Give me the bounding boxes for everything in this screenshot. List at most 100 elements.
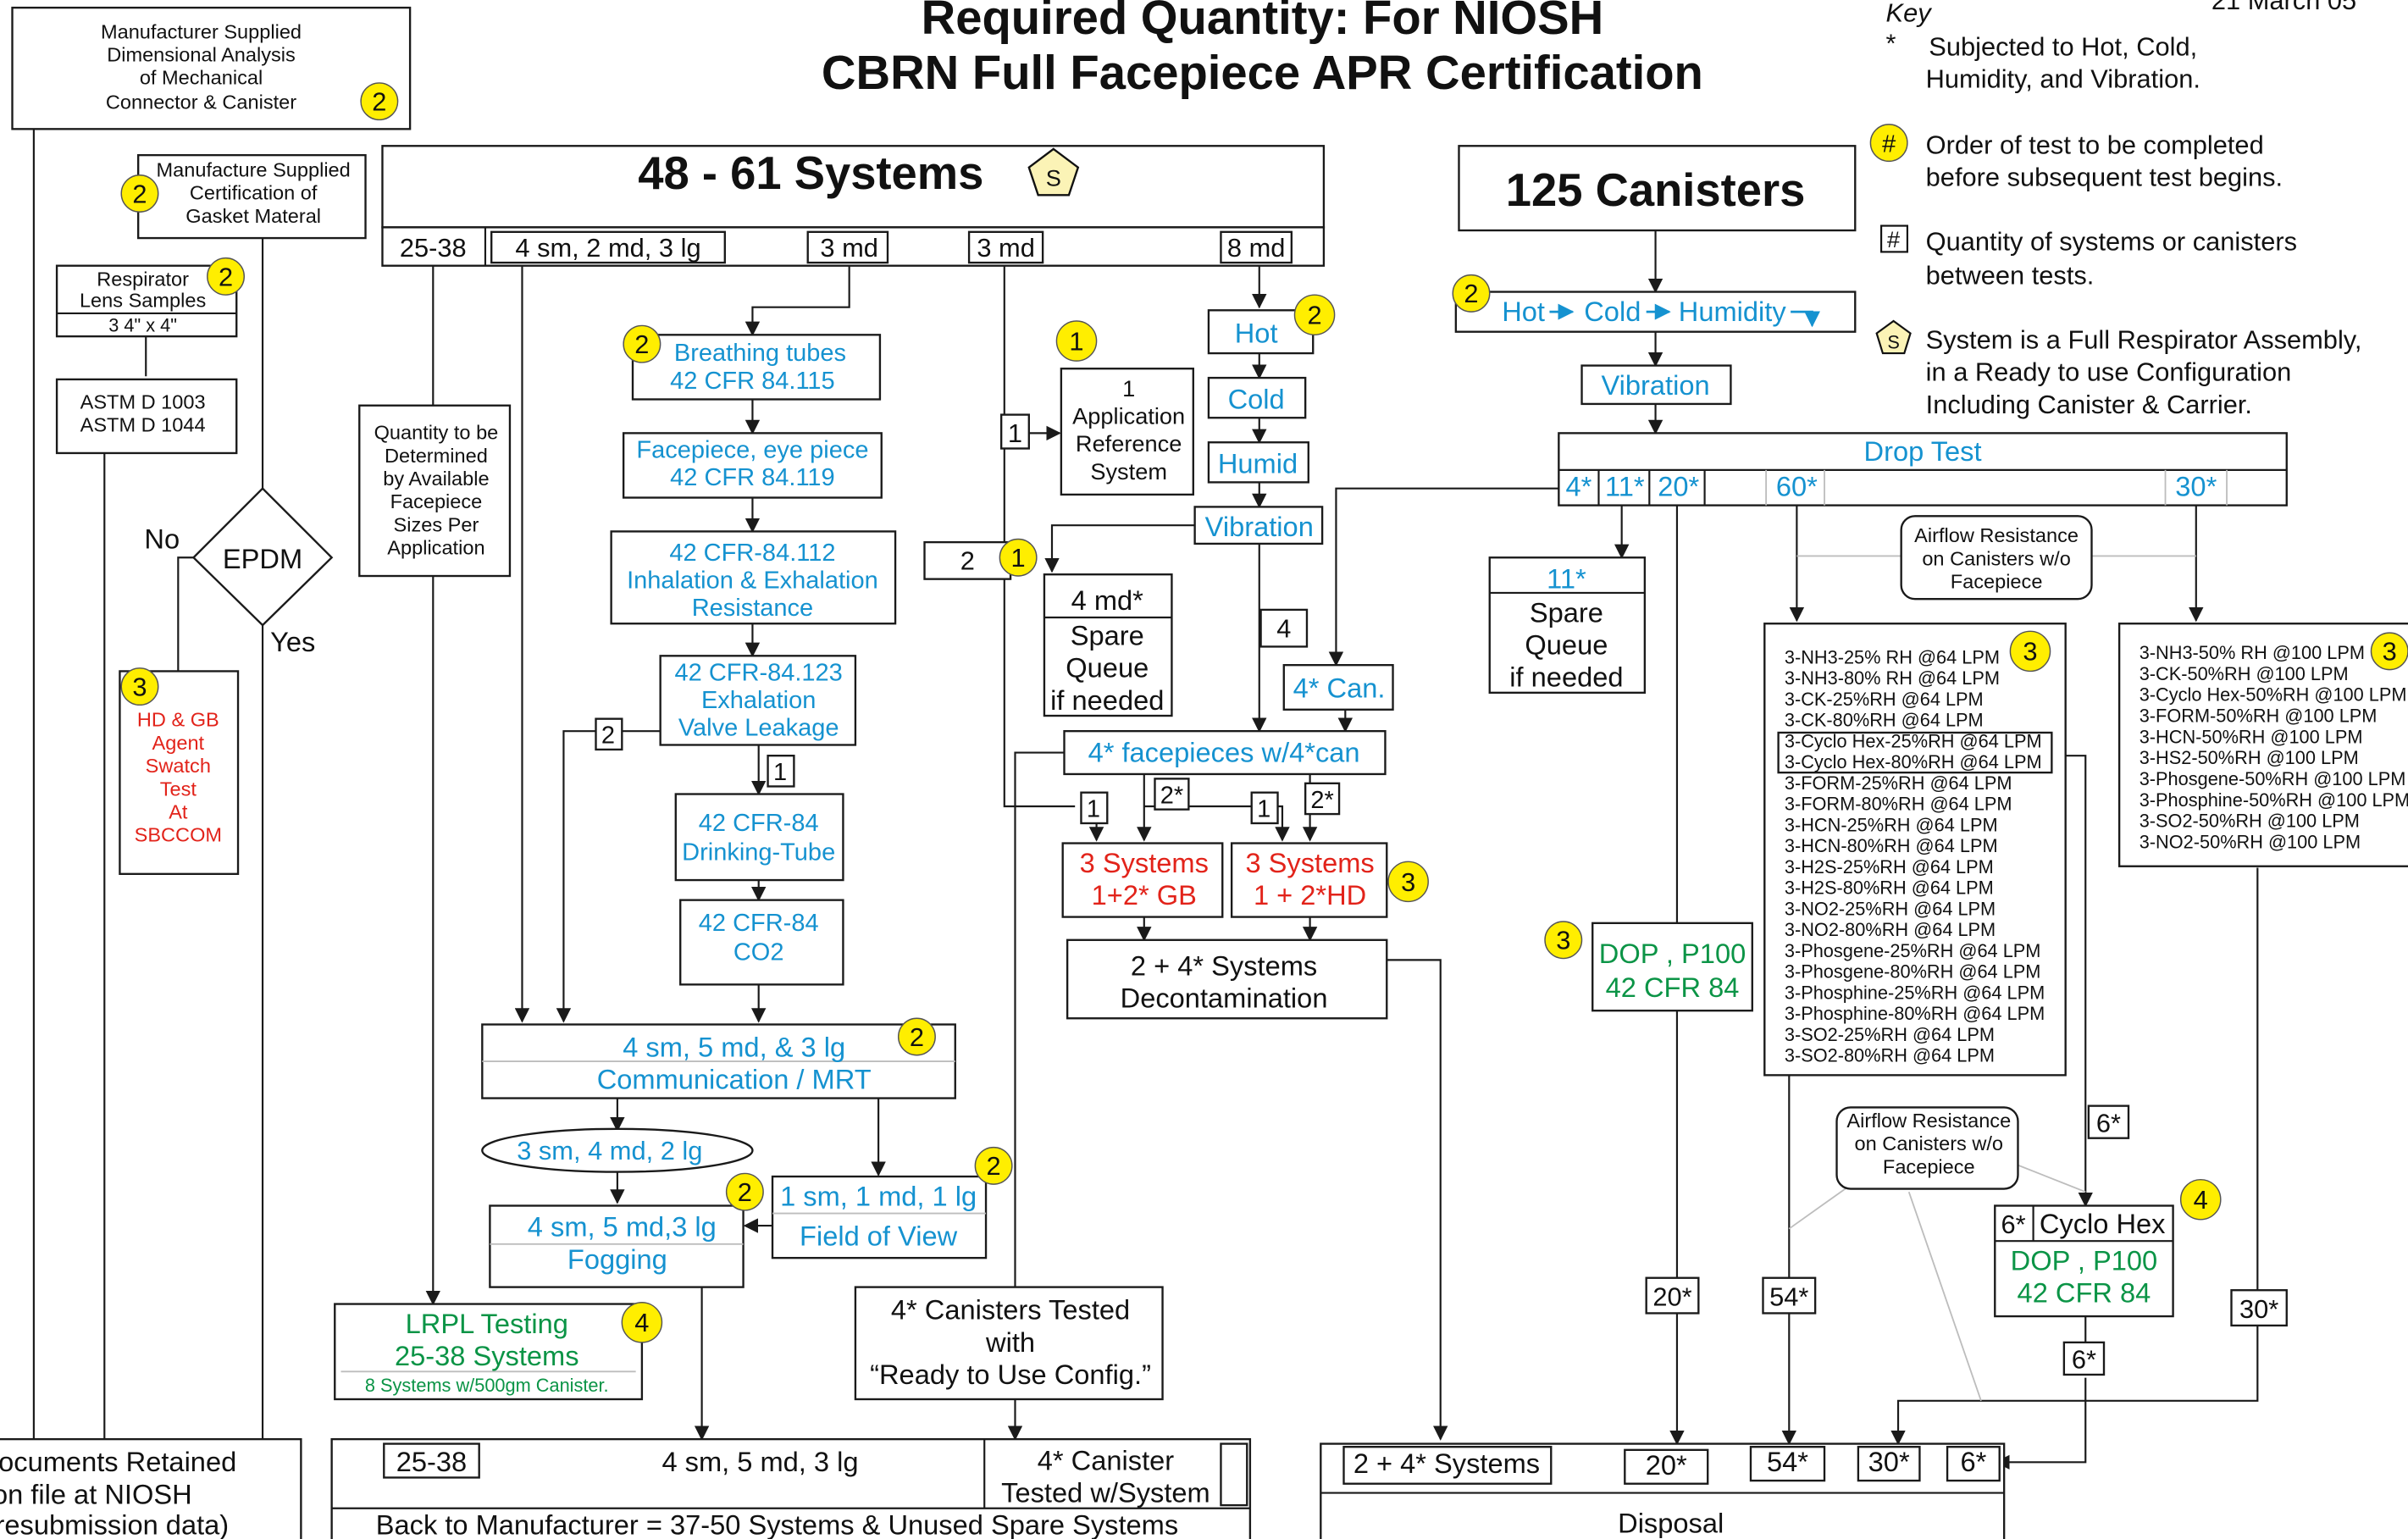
svg-text:20*: 20* [1646,1449,1687,1481]
svg-text:2: 2 [132,179,147,208]
svg-text:Drop Test: Drop Test [1864,435,1982,467]
system-pentagon-icon: S [1027,147,1080,197]
test-list-item: 3-HCN-25%RH @64 LPM [1785,814,1998,835]
svg-text:3: 3 [2383,637,2397,667]
svg-text:4: 4 [634,1308,649,1337]
svg-text:42 CFR-84.123: 42 CFR-84.123 [675,659,843,686]
svg-text:30*: 30* [2239,1294,2278,1324]
test-list-item: 3-HS2-50%RH @100 LPM [2140,747,2359,768]
svg-text:Inhalation & Exhalation: Inhalation & Exhalation [627,567,878,595]
test-list-item: 3-SO2-50%RH @100 LPM [2140,811,2360,832]
svg-text:25-38 Systems: 25-38 Systems [395,1340,579,1371]
disposal-label: Disposal [1618,1508,1724,1539]
order-markers: 2 2 2 3 2 1 1 2 3 2 2 2 4 2 3 3 3 4 [120,82,2408,1343]
cold-box: Cold [1207,376,1307,419]
order-marker-1-app-ref: 1 [1055,320,1098,362]
order-marker-3-swatch: 3 [120,667,159,706]
order-marker-3-hd: 3 [1387,861,1429,903]
svg-text:42 CFR 84: 42 CFR 84 [1606,972,1740,1003]
svg-text:Drinking-Tube: Drinking-Tube [682,839,835,866]
qty-box-2star-hd: 2* [1304,782,1341,816]
qty-box-2-spare: 2 [923,540,1012,580]
dop-20-box: DOP , P100 42 CFR 84 [1591,922,1753,1012]
systems-split-3md-b: 3 md [977,233,1035,263]
svg-text:Reference: Reference [1076,430,1182,457]
svg-text:4 sm, 5 md, & 3 lg: 4 sm, 5 md, & 3 lg [623,1032,845,1063]
svg-text:11*: 11* [1547,563,1586,595]
svg-text:S: S [1887,332,1900,353]
svg-text:Facepiece: Facepiece [1951,571,2043,593]
can4-box: 4* Can. [1282,664,1394,711]
ellipse-3sm-4md-2lg: 3 sm, 4 md, 2 lg [481,1127,754,1173]
svg-text:Determined: Determined [385,445,488,467]
drinking-tube-box: 42 CFR-84 Drinking-Tube [674,793,844,882]
svg-text:ASTM D 1044: ASTM D 1044 [80,414,206,436]
svg-text:#: # [1887,226,1900,252]
svg-text:20*: 20* [1658,471,1699,502]
test-list-item: 3-Cyclo Hex-25%RH @64 LPM [1785,730,2042,751]
order-marker-4-lrpl: 4 [621,1302,663,1343]
svg-text:Exhalation: Exhalation [701,687,816,714]
svg-text:4* facepieces w/4*can: 4* facepieces w/4*can [1088,736,1360,767]
qty-box-1-gb: 1 [1080,791,1109,825]
svg-text:3 4" x 4": 3 4" x 4" [108,315,177,336]
test-list-item: 3-FORM-25%RH @64 LPM [1785,772,2012,794]
svg-text:Facepiece: Facepiece [1883,1155,1975,1177]
humid-box: Humid [1207,441,1309,484]
systems-split-8md: 8 md [1227,233,1286,263]
svg-text:Cyclo Hex: Cyclo Hex [2040,1208,2166,1239]
airflow-resistance-top-box: Airflow Resistance on Canisters w/o Face… [1900,515,2093,601]
svg-text:42 CFR 84.115: 42 CFR 84.115 [670,368,835,395]
astm-box: ASTM D 1003 ASTM D 1044 [55,378,238,455]
fogging-box: 4 sm, 5 md,3 lg Fogging [489,1204,745,1288]
svg-text:#: # [1882,131,1896,158]
svg-text:At: At [169,801,188,823]
svg-text:Resistance: Resistance [692,595,813,622]
system-pentagon-icon: S [1875,319,1912,355]
exhalation-valve-box: 42 CFR-84.123 Exhalation Valve Leakage [659,655,857,746]
svg-text:25-38: 25-38 [396,1446,467,1477]
qty-box-54star: 54* [1762,1276,1817,1315]
svg-text:42 CFR 84.119: 42 CFR 84.119 [670,464,835,491]
cyclo-hex-box: 6* Cyclo Hex DOP , P100 42 CFR 84 [1994,1204,2174,1318]
svg-text:1: 1 [1008,418,1022,448]
lrpl-testing-box: LRPL Testing 25-38 Systems 8 Systems w/5… [334,1303,644,1401]
svg-text:Test: Test [160,778,197,800]
svg-text:2*: 2* [1160,782,1183,809]
svg-text:8 Systems w/500gm Canister.: 8 Systems w/500gm Canister. [365,1375,609,1396]
decontamination-box: 2 + 4* Systems Decontamination [1066,938,1388,1020]
svg-text:4*: 4* [1565,471,1591,502]
test-list-item: 3-HCN-50%RH @100 LPM [2140,726,2363,747]
svg-text:42 CFR-84: 42 CFR-84 [699,810,819,837]
svg-text:2*: 2* [1310,787,1333,814]
svg-text:Cold: Cold [1584,296,1641,327]
qty-box-30star: 30* [2230,1289,2288,1327]
svg-text:60*: 60* [1776,471,1818,502]
svg-text:Hot: Hot [1235,317,1278,348]
svg-text:4* Can.: 4* Can. [1293,672,1386,703]
legend: Key * Subjected to Hot, Cold, Humidity, … [1869,0,2361,419]
svg-text:Application: Application [387,537,484,559]
qty-box-2-exhalation: 2 [595,717,623,751]
svg-text:of Mechanical: of Mechanical [140,67,263,89]
svg-text:Queue: Queue [1525,628,1608,660]
canisters-tested-box: 4* Canisters Tested with “Ready to Use C… [854,1286,1164,1401]
svg-text:2: 2 [601,722,615,750]
test-list-item: 3-Cyclo Hex-80%RH @64 LPM [1785,751,2042,772]
connectors [26,129,2259,1470]
svg-text:Spare: Spare [1530,596,1603,628]
systems-split-25-38: 25-38 [400,233,467,263]
svg-text:1: 1 [1122,375,1135,401]
canisters-header-box: 125 Canisters [1458,145,1857,232]
svg-text:11*: 11* [1605,471,1645,502]
test-list-item: 3-NH3-50% RH @100 LPM [2140,642,2365,663]
hot-box: Hot [1207,309,1315,355]
svg-text:3 sm, 4 md, 2 lg: 3 sm, 4 md, 2 lg [517,1136,702,1165]
test-list-item: 3-FORM-50%RH @100 LPM [2140,705,2378,726]
date-label: 21 March 05 [2211,0,2356,15]
svg-text:30*: 30* [1868,1446,1910,1477]
test-list-item: 3-NO2-25%RH @64 LPM [1785,898,1996,919]
svg-text:3 Systems: 3 Systems [1245,847,1374,878]
